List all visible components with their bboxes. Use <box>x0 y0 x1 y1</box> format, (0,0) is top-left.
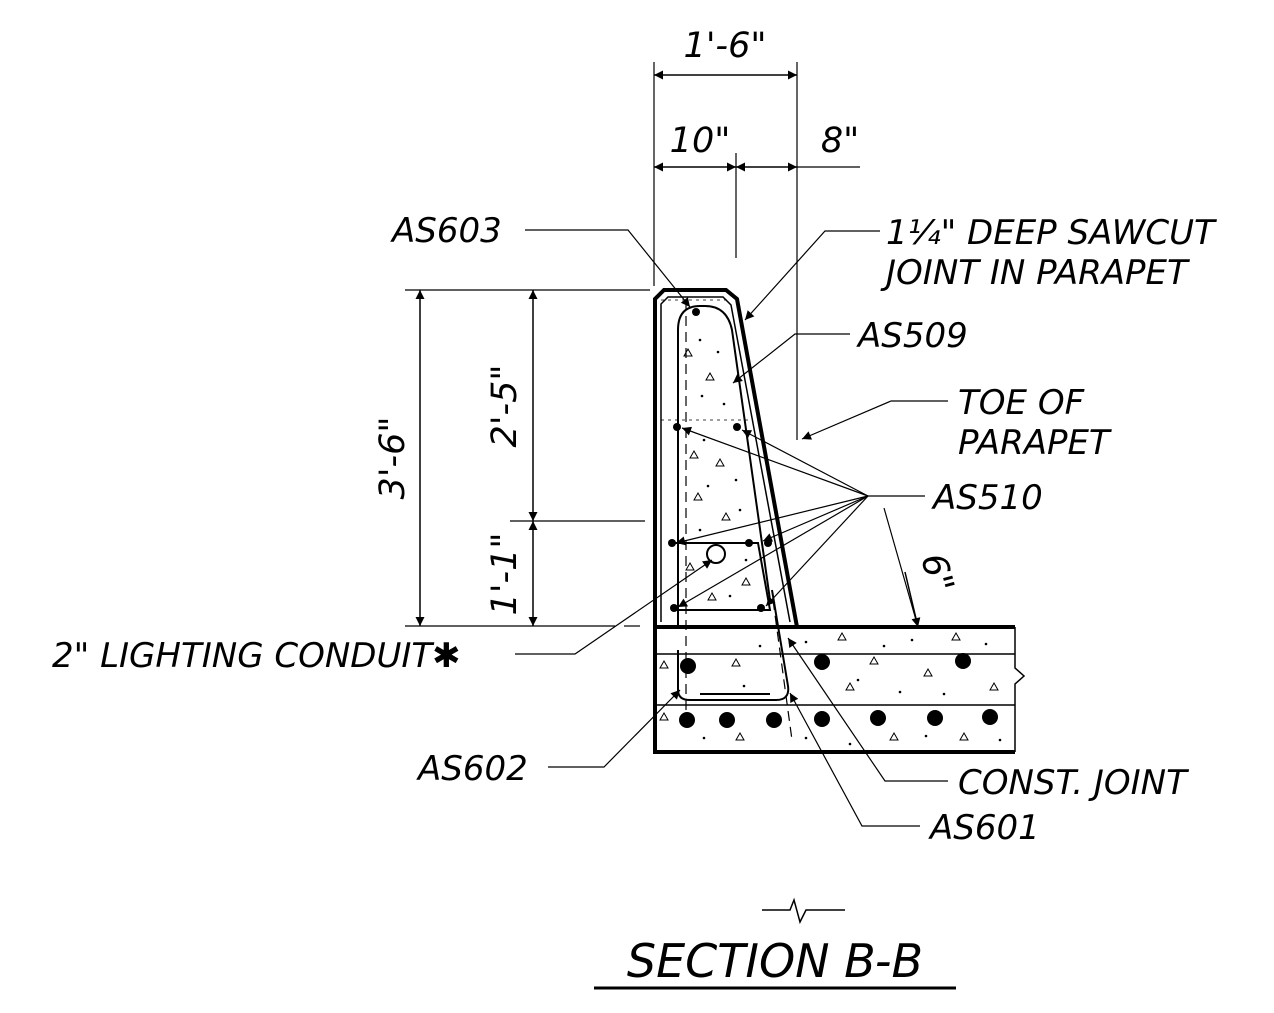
label-sawcut-line2: JOINT IN PARAPET <box>880 253 1190 293</box>
leader-sawcut <box>744 230 880 321</box>
label-sawcut-line1: 1¼" DEEP SAWCUT <box>886 213 1217 253</box>
leader-const-joint <box>787 637 948 782</box>
label-as510: AS510 <box>931 478 1043 518</box>
label-toe-line1: TOE OF <box>958 383 1085 423</box>
bar-stirrup <box>672 542 772 611</box>
bar-as603 <box>677 305 771 628</box>
section-cut-symbol-icon <box>762 897 845 925</box>
dim-toe-offset: 8" <box>821 121 859 161</box>
dim-top-width: 10" <box>670 121 731 161</box>
leaders <box>515 229 948 827</box>
bar-dots <box>668 308 998 728</box>
label-as602: AS602 <box>416 749 528 789</box>
bar-as602 <box>677 589 790 701</box>
label-const-joint: CONST. JOINT <box>958 763 1189 803</box>
aggregate-hatch <box>659 347 999 741</box>
label-as603: AS603 <box>390 211 502 251</box>
dim-upper-height: 2'-5" <box>485 365 525 448</box>
dim-total-height: 3'-6" <box>373 417 413 500</box>
deck-slab <box>653 625 1026 754</box>
aggregate-dots <box>698 338 1002 746</box>
section-title: SECTION B-B <box>627 934 923 988</box>
dim-overall-width: 1'-6" <box>684 26 767 66</box>
leader-as509 <box>732 333 850 384</box>
lighting-conduit-icon <box>706 544 726 564</box>
label-as601: AS601 <box>928 808 1040 848</box>
label-conduit: 2" LIGHTING CONDUIT✱ <box>52 636 461 676</box>
leader-conduit <box>515 559 713 655</box>
label-toe-line2: PARAPET <box>958 423 1112 463</box>
rebar <box>672 305 790 701</box>
label-as509: AS509 <box>856 316 968 356</box>
dim-lower-height: 1'-1" <box>485 533 525 616</box>
leader-as603 <box>525 229 691 308</box>
break-line <box>1014 627 1026 752</box>
leader-as602 <box>548 689 681 768</box>
construction-joint <box>685 300 793 741</box>
leader-as601 <box>789 692 920 827</box>
parapet <box>653 288 799 628</box>
dimension-lines <box>415 70 921 628</box>
leader-toe <box>801 400 948 440</box>
dim-slab-offset: 6" <box>912 549 961 596</box>
